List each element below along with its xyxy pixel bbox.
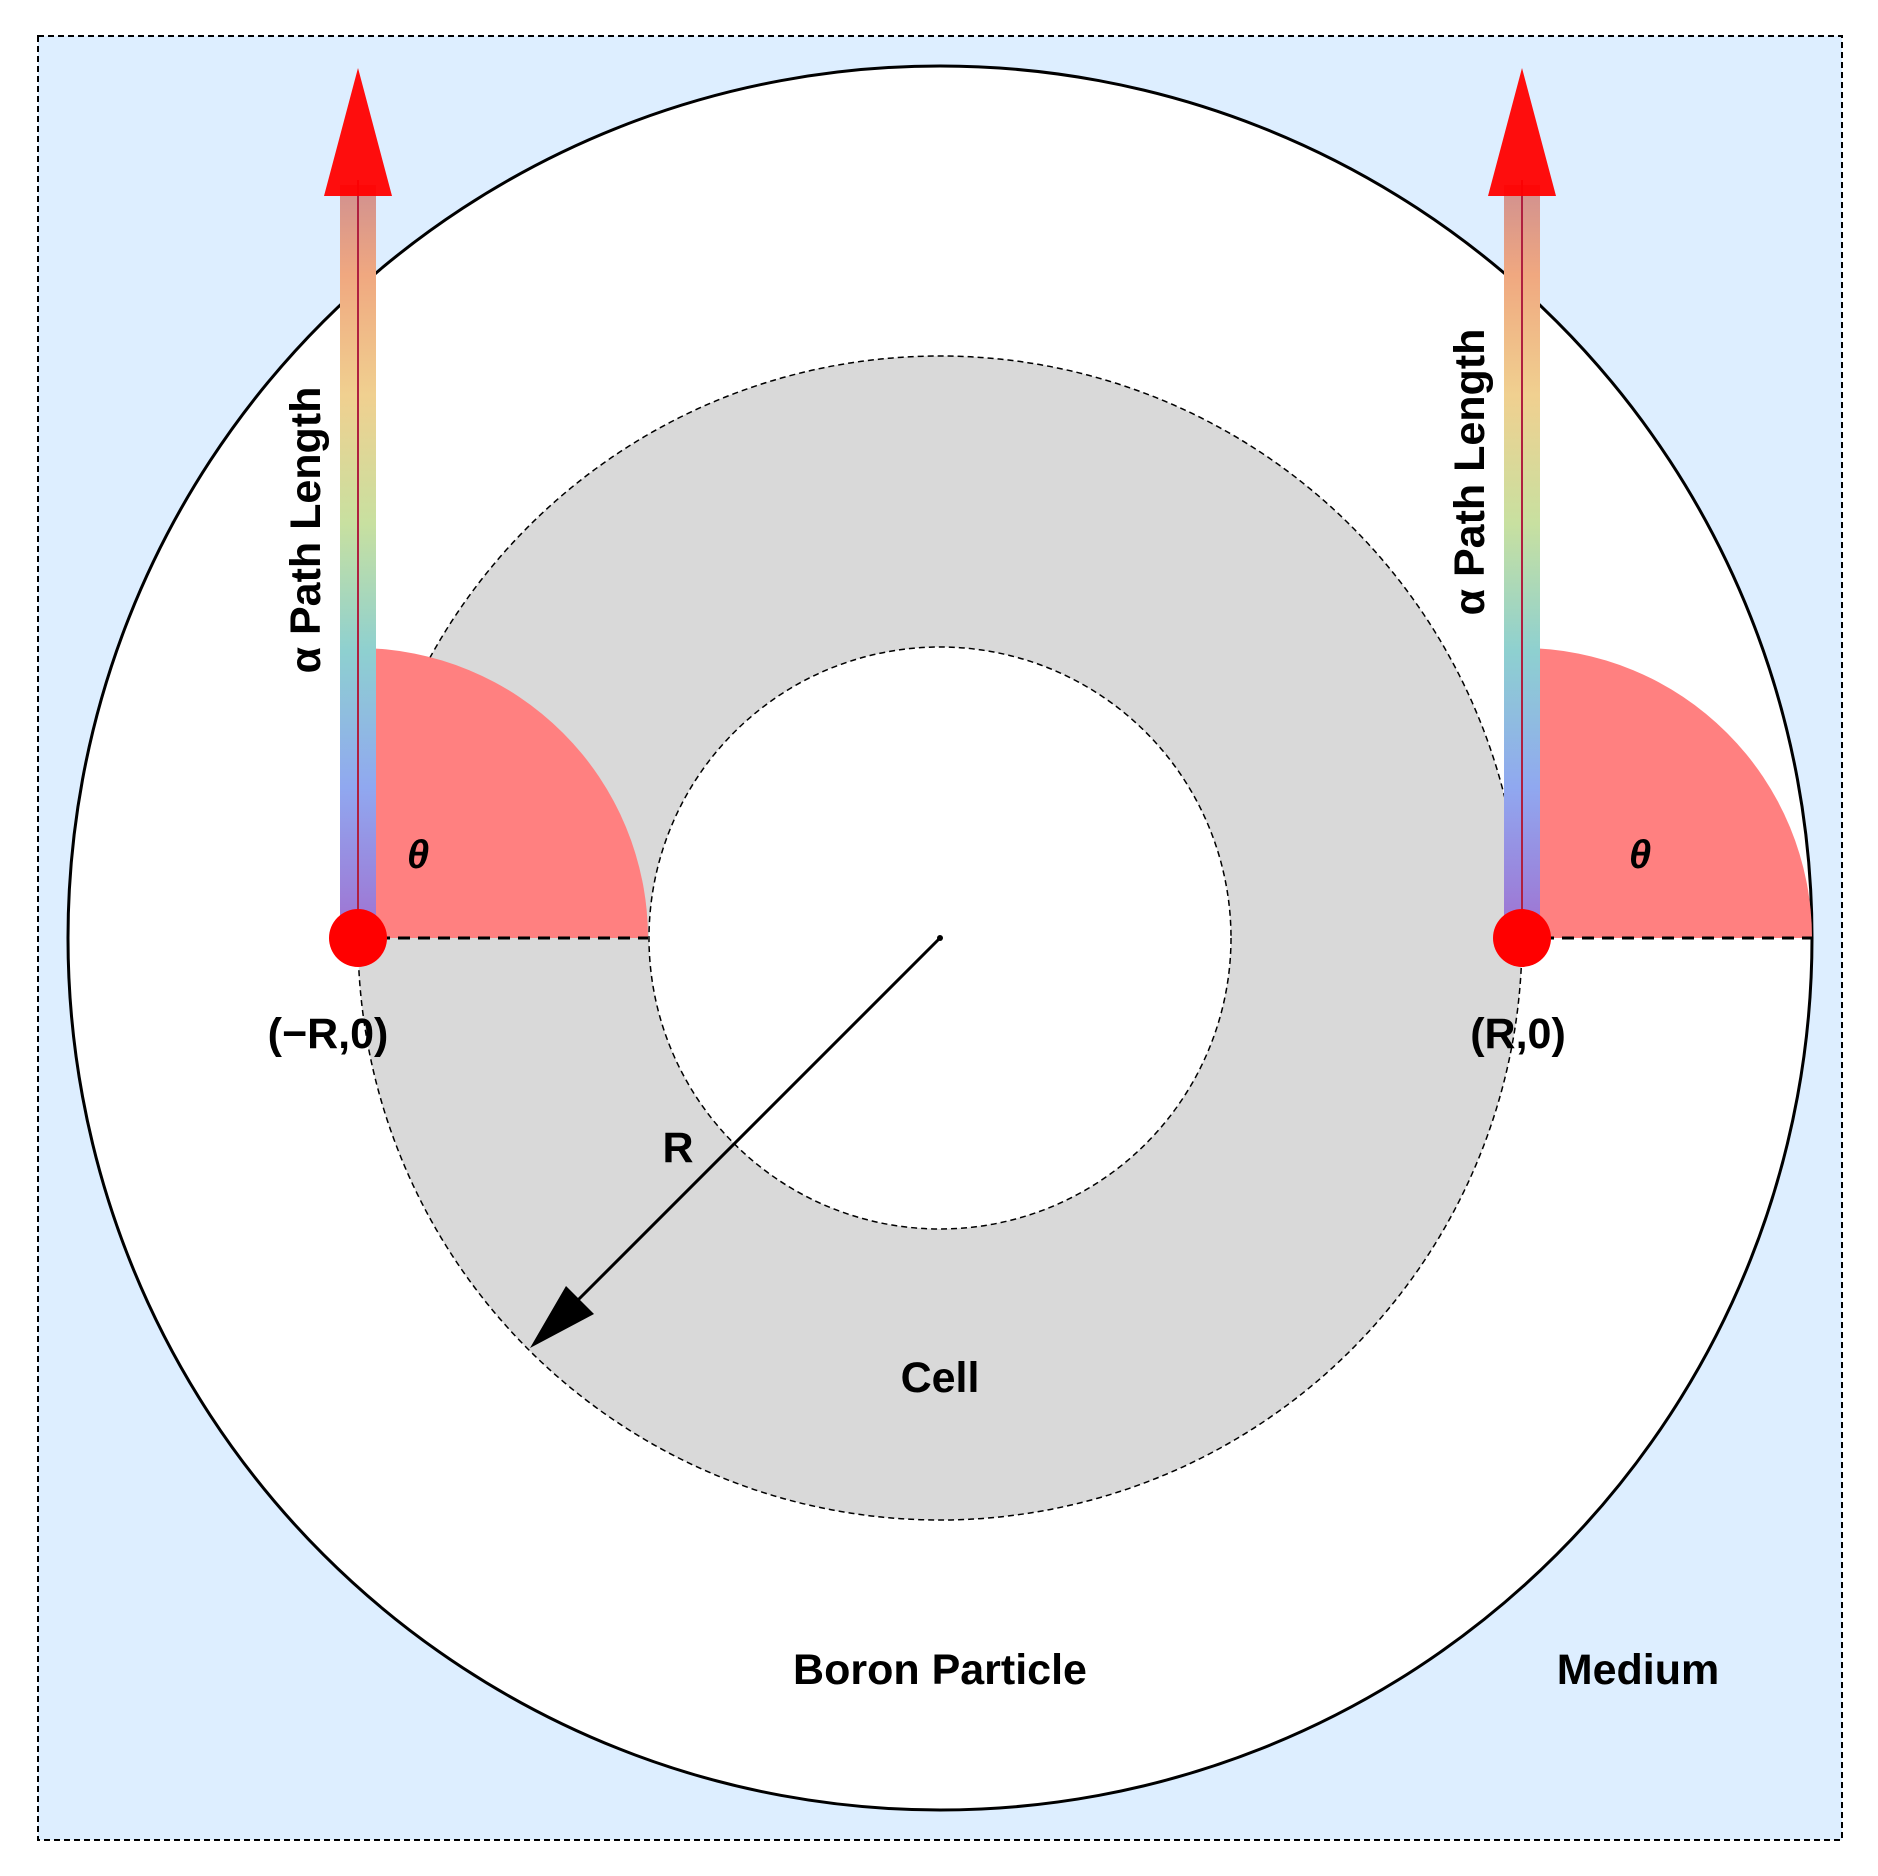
alpha-path-label-right: α Path Length: [1446, 329, 1494, 616]
point-label-left: (−R,0): [268, 1010, 389, 1058]
radius-line: [570, 936, 942, 1308]
alpha-arrow-head-right: [1488, 68, 1556, 196]
radius-label: R: [662, 1124, 693, 1172]
boron-particle-label: Boron Particle: [793, 1646, 1087, 1694]
radius-arrow-head: [530, 1286, 594, 1348]
angle-wedge-left: [358, 648, 648, 938]
angle-label-left: θ: [407, 833, 429, 877]
angle-label-right: θ: [1629, 833, 1651, 877]
source-point-left: [329, 909, 387, 967]
cell-label: Cell: [901, 1354, 980, 1402]
medium-label: Medium: [1557, 1646, 1719, 1694]
source-point-right: [1493, 909, 1551, 967]
point-label-right: (R,0): [1470, 1010, 1566, 1058]
alpha-arrow-head-left: [324, 68, 392, 196]
alpha-path-label-left: α Path Length: [282, 387, 330, 674]
angle-wedge-right: [1522, 648, 1812, 938]
